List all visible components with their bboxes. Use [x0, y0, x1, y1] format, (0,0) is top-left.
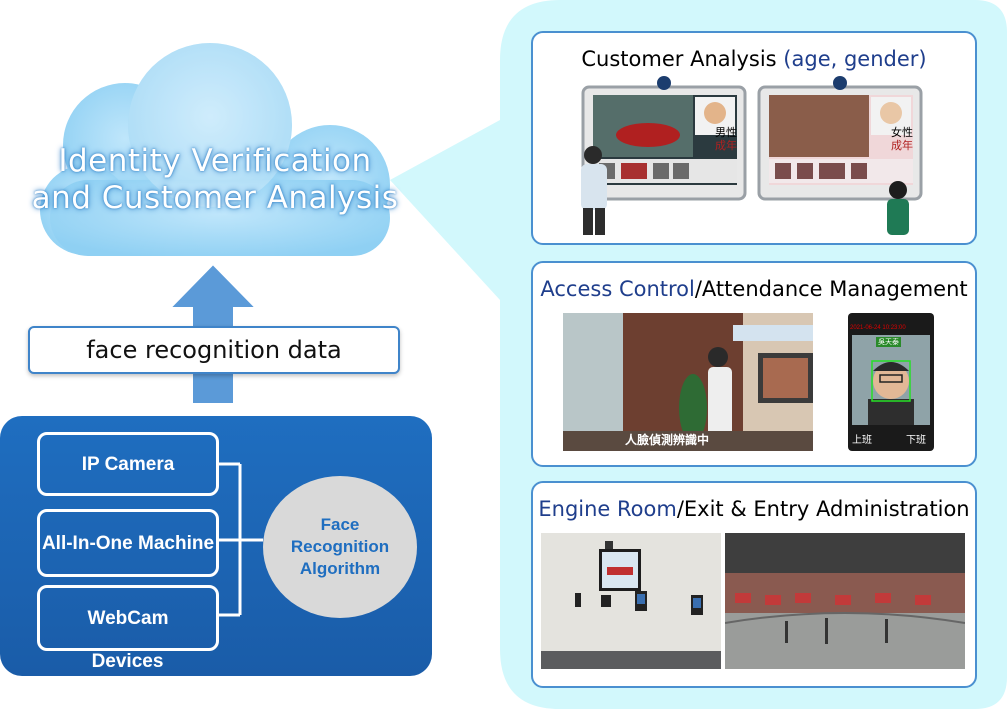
engine-title-part2: /Exit & Entry Administration: [676, 497, 970, 521]
phone-face: [868, 360, 914, 425]
devices-panel: IP Camera All-In-One Machine WebCam Devi…: [0, 416, 432, 676]
algorithm-line2: Recognition: [290, 537, 390, 556]
panel-customer-analysis-title: Customer Analysis (age, gender): [533, 47, 975, 71]
cloud-shape: [40, 43, 390, 256]
entry-hall-photo: [725, 533, 965, 669]
face-recognition-algorithm: Face Recognition Algorithm: [263, 476, 417, 618]
panel-engine-room: Engine Room/Exit & Entry Administration: [531, 481, 977, 688]
engine-room-wall-photo: [541, 533, 721, 669]
device-all-in-one-machine: All-In-One Machine: [37, 509, 219, 577]
connector-lines: [216, 462, 263, 617]
access-title-part1: Access Control: [540, 277, 695, 301]
screen1-gender: 男性: [715, 127, 737, 139]
phone-clock-out: 下班: [906, 435, 926, 446]
phone-face-image: 吳天泰: [852, 335, 930, 425]
cloud: Identity Verification and Customer Analy…: [30, 40, 400, 260]
engine-title-part1: Engine Room: [538, 497, 677, 521]
access-kiosk-photo: 人臉偵測辨識中: [563, 313, 813, 451]
phone-time: 2021-06-24 10:23:00: [850, 325, 906, 331]
panel-customer-analysis: Customer Analysis (age, gender) 男性 成年: [531, 31, 977, 245]
customer-title-paren: (age, gender): [783, 47, 927, 71]
wall-scene: [541, 533, 721, 669]
kiosk-caption: 人臉偵測辨識中: [625, 433, 710, 447]
devices-label: Devices: [91, 651, 164, 672]
screen2-age: 成年: [891, 140, 913, 152]
device-ip-camera: IP Camera: [37, 432, 219, 496]
access-title-part2: /Attendance Management: [694, 277, 968, 301]
face-recognition-data-label: face recognition data: [28, 326, 400, 374]
panel-engine-room-title: Engine Room/Exit & Entry Administration: [533, 497, 975, 521]
customer-title-main: Customer Analysis: [581, 47, 777, 71]
screen1-tag: 男性 成年: [715, 127, 737, 153]
screen1-age: 成年: [715, 140, 737, 152]
phone-name: 吳天泰: [876, 337, 901, 347]
hall-scene: [725, 533, 965, 669]
attendance-phone: 2021-06-24 10:23:00 吳天泰 上班 下班: [848, 313, 934, 451]
panel-access-control: Access Control/Attendance Management 人臉偵…: [531, 261, 977, 467]
cloud-title-line2: and Customer Analysis: [31, 180, 399, 216]
kiosk-scene: [563, 313, 813, 451]
device-webcam: WebCam: [37, 585, 219, 651]
screen2-gender: 女性: [891, 127, 913, 139]
phone-clock-in: 上班: [852, 435, 872, 446]
algorithm-line3: Algorithm: [299, 559, 381, 578]
algorithm-line1: Face: [320, 515, 360, 534]
screen2-tag: 女性 成年: [891, 127, 913, 153]
cloud-title-line1: Identity Verification: [58, 143, 372, 179]
panel-access-control-title: Access Control/Attendance Management: [533, 277, 975, 301]
customer-analysis-illustration: [581, 76, 923, 235]
